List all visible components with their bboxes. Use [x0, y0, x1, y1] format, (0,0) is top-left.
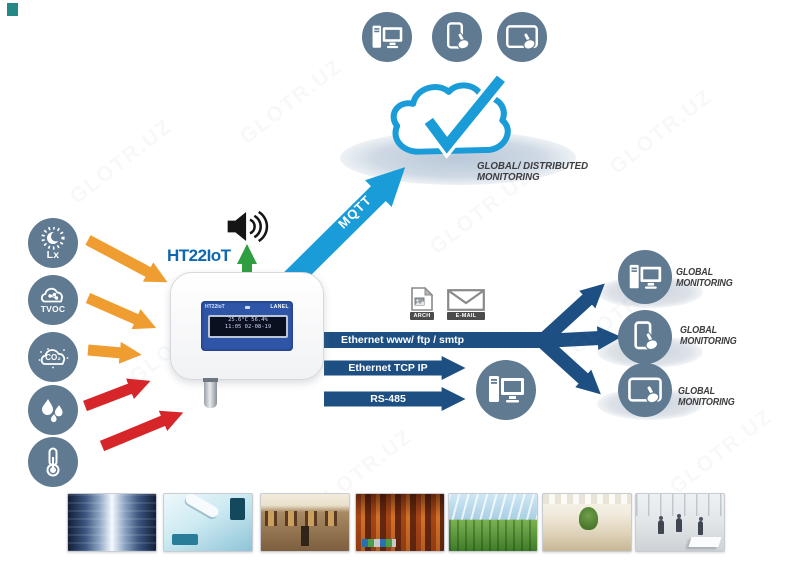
sensor-co2: CO₂: [28, 332, 78, 382]
smartphone-touch-icon: [441, 21, 473, 53]
photo-detail: [676, 514, 682, 532]
photo-detail: [183, 494, 221, 520]
email-envelope: E-MAIL: [447, 289, 485, 320]
photo-cold-storage-warehouse: [67, 493, 157, 552]
arrow-co2-to-device: [87, 341, 142, 364]
global-monitoring-label: GLOBAL MONITORING: [680, 325, 737, 347]
device-front-panel: HT22IoT LANEL 25.6°C 56.4% 11:05 02-08-1…: [201, 301, 293, 351]
co2-cloud-icon: [36, 345, 70, 369]
sensor-probe: [203, 378, 218, 408]
gm-line1: GLOBAL: [680, 325, 717, 336]
archive-file-icon: [410, 287, 434, 311]
desktop-computer-icon: [486, 373, 526, 407]
lcd-line2: 11:05 02-08-19: [224, 324, 272, 330]
channel-label-ethernet-tcp: Ethernet TCP IP: [348, 361, 428, 374]
cloud-monitoring-label: GLOBAL/ DISTRIBUTED MONITORING: [477, 161, 588, 183]
photo-detail: [579, 507, 598, 530]
gm-line1: GLOBAL: [678, 386, 715, 397]
sensor-tvoc: TVOC: [28, 275, 78, 325]
photo-detail: [698, 517, 703, 535]
desktop-computer-icon: [370, 23, 404, 52]
sensor-label-co2: CO₂: [45, 353, 61, 362]
cloud-client-smartphone: [432, 12, 482, 62]
photo-detail: [688, 537, 722, 547]
sensor-temperature: [28, 437, 78, 487]
gm-line2: MONITORING: [678, 396, 735, 408]
channel-label-rs485: RS-485: [370, 392, 406, 405]
cloud-checkmark-icon: [390, 71, 511, 159]
watermark-logo: [7, 3, 18, 16]
global-monitoring-desktop: [618, 250, 672, 304]
email-envelope-icon: [447, 289, 485, 311]
lcd-line1: 25.6°C 56.4%: [228, 317, 268, 323]
panel-model-text: HT22IoT: [205, 304, 225, 310]
global-monitoring-tablet: [618, 363, 672, 417]
device-name-label: HT22IoT: [167, 246, 231, 265]
branch-arrow-down: [537, 335, 601, 395]
illuminance-icon: [38, 226, 68, 251]
photo-art-gallery: [260, 493, 350, 552]
sensor-humidity: [28, 385, 78, 435]
sensor-label-tvoc: TVOC: [40, 303, 66, 314]
global-monitoring-label: GLOBAL MONITORING: [678, 386, 735, 408]
photo-office: [635, 493, 725, 552]
cloud-label-line2: MONITORING: [477, 171, 540, 183]
cloud-client-tablet: [497, 12, 547, 62]
device-lcd-display: 25.6°C 56.4% 11:05 02-08-19: [208, 315, 288, 338]
tablet-touch-icon: [504, 22, 540, 52]
sensor-label-lx: Lx: [46, 248, 60, 261]
ht22iot-device: HT22IoT LANEL 25.6°C 56.4% 11:05 02-08-1…: [170, 272, 324, 408]
cloud-label-line1: GLOBAL/ DISTRIBUTED: [477, 160, 589, 172]
sensor-illuminance: Lx: [28, 218, 78, 268]
arrow-humidity-to-device: [83, 378, 151, 412]
arrow-tvoc-to-device: [85, 292, 157, 330]
tvoc-cloud-icon: [37, 287, 69, 305]
photo-greenhouse: [448, 493, 538, 552]
tablet-touch-icon: [626, 374, 664, 406]
arch-banner-label: ARCH: [410, 312, 434, 320]
global-monitoring-label: GLOBAL MONITORING: [676, 267, 733, 289]
archive-file: ARCH: [410, 287, 434, 320]
local-monitoring-computer: [476, 360, 536, 420]
arrow-temperature-to-device: [99, 410, 184, 452]
desktop-computer-icon: [627, 262, 663, 293]
photo-detail: [301, 526, 309, 546]
gm-line1: GLOBAL: [676, 267, 713, 278]
channel-label-ethernet-www: Ethernet www/ ftp / smtp: [341, 333, 465, 346]
panel-indicator: [245, 305, 251, 309]
panel-brand-text: LANEL: [270, 304, 289, 310]
cloud-client-desktop: [362, 12, 412, 62]
global-monitoring-smartphone: [618, 310, 672, 364]
thermometer-icon: [45, 447, 61, 477]
gm-line2: MONITORING: [680, 335, 737, 347]
arrow-lux-to-device: [85, 235, 168, 283]
photo-shopping-mall: [542, 493, 632, 552]
photo-detail: [230, 498, 245, 520]
photo-detail: [658, 516, 664, 534]
smartphone-touch-icon: [628, 320, 662, 354]
photo-laboratory: [163, 493, 253, 552]
photo-detail: [265, 511, 345, 526]
photo-detail: [172, 534, 198, 545]
speaker-icon: [226, 210, 272, 243]
humidity-drops-icon: [39, 397, 67, 423]
email-banner-label: E-MAIL: [447, 312, 485, 320]
photo-detail: [362, 539, 396, 547]
gm-line2: MONITORING: [676, 277, 733, 289]
photo-industrial-warehouse: [355, 493, 445, 552]
